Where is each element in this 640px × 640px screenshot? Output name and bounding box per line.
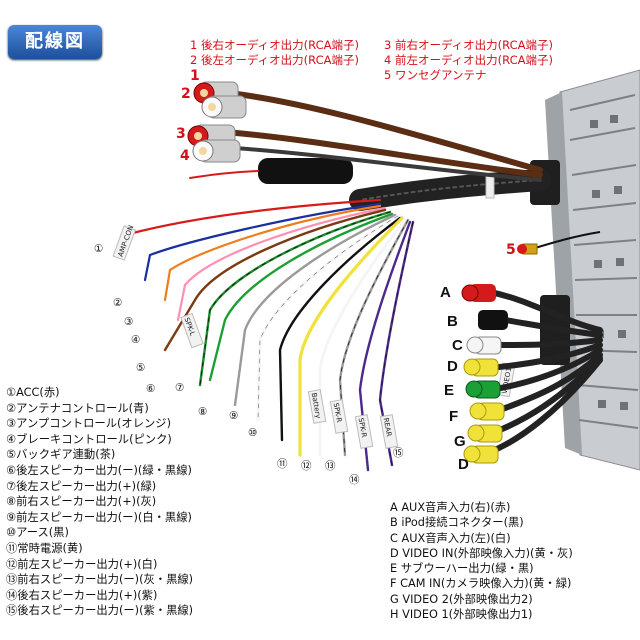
marker-1: 1: [190, 68, 200, 84]
connector-letter-b: B: [447, 313, 458, 330]
connector-a: [461, 284, 496, 302]
legend-item: ①ACC(赤): [6, 386, 60, 399]
legend-item: ⑧前右スピーカー出力(+)(灰): [6, 495, 157, 509]
connector-legend: A AUX音声入力(右)(赤) B iPod接続コネクター(黒) C AUX音声…: [390, 500, 573, 622]
legend-item: ③アンプコントロール(オレンジ): [6, 417, 172, 431]
wire-number-2: ②: [113, 297, 123, 309]
connector-d: [463, 358, 499, 377]
legend-item: ⑤バックギア連動(茶): [6, 448, 116, 462]
legend-item: E サブウーハー出力(緑・黒): [390, 562, 534, 576]
legend-item: ⑨前左スピーカー出力(ー)(白・黒線): [6, 510, 192, 524]
wire-number-9: ⑨: [229, 410, 239, 422]
wire-number-8: ⑧: [198, 406, 208, 418]
wire-tag: Battery: [307, 389, 327, 424]
legend-item: ⑭後右スピーカー出力(+)(紫): [6, 588, 158, 602]
wire-tag: SPK-R: [329, 399, 349, 434]
connector-f: [469, 402, 505, 421]
legend-item: F CAM IN(カメラ映像入力)(黄・緑): [390, 577, 572, 591]
wire-number-13: ⑬: [325, 460, 336, 472]
connector-h: [463, 445, 499, 464]
wire-number-14: ⑭: [349, 474, 360, 486]
legend-item: ⑫前左スピーカー出力(+)(白): [6, 557, 158, 571]
legend-item: ⑮後右スピーカー出力(ー)(紫・黒線): [6, 604, 194, 618]
legend-item: ④ブレーキコントロール(ピンク): [6, 432, 172, 446]
legend-item: ⑦後左スピーカー出力(+)(緑): [6, 479, 157, 493]
wire-number-5: ⑤: [136, 362, 146, 374]
wire-tag: AMP-CON: [112, 224, 136, 261]
loose-wires: [123, 198, 415, 472]
rca-input-bundle: [487, 289, 603, 455]
connector-letter-g: G: [454, 433, 466, 450]
legend-item: ⑬前右スピーカー出力(ー)(灰・黒線): [6, 573, 194, 587]
wire-number-3: ③: [124, 316, 134, 328]
wire-number-4: ④: [131, 334, 141, 346]
wire-tag: REAR: [379, 414, 399, 449]
connector-letter-d-2: D: [458, 456, 469, 473]
harness-bundle: [189, 89, 551, 211]
wire-number-6: ⑥: [146, 383, 156, 395]
wire-legend: ①ACC(赤) ②アンテナコントロール(青) ③アンプコントロール(オレンジ) …: [6, 385, 193, 619]
connector-e: [465, 380, 501, 399]
marker-2: 2: [181, 86, 191, 102]
connector-letter-d: D: [447, 358, 458, 375]
connector-g: [467, 424, 503, 443]
legend-item: ⑪常時電源(黄): [6, 541, 83, 555]
legend-item: ⑥後左スピーカー出力(ー)(緑・黒線): [6, 463, 192, 477]
legend-item: C AUX音声入力(左)(白): [390, 531, 511, 545]
legend-item: ②アンテナコントロール(青): [6, 401, 149, 415]
legend-item: A AUX音声入力(右)(赤): [390, 501, 511, 514]
rca-plug-2: [201, 95, 247, 119]
output-label-3: 3 前右オーディオ出力(RCA端子): [384, 38, 553, 52]
legend-item: H VIDEO 1(外部映像出力1): [390, 608, 533, 622]
wire-number-1: ①: [94, 243, 104, 255]
output-label-1: 1 後右オーディオ出力(RCA端子): [190, 38, 359, 52]
marker-3: 3: [176, 126, 186, 142]
head-unit-chassis: [530, 69, 640, 471]
marker-4: 4: [180, 148, 190, 164]
output-label-5: 5 ワンセグアンテナ: [384, 68, 487, 82]
page-title: 配線図: [25, 31, 85, 52]
connector-b: [478, 310, 508, 330]
legend-item: ⑩アース(黒): [6, 526, 69, 540]
connector-c: [466, 336, 502, 355]
wire-tag-text: REAR: [382, 417, 393, 437]
antenna-connector: [517, 231, 601, 255]
connector-letter-e: E: [444, 382, 455, 399]
legend-item: B iPod接続コネクター(黒): [390, 516, 524, 530]
output-label-4: 4 前左オーディオ出力(RCA端子): [384, 53, 553, 67]
connector-letter-a: A: [440, 284, 451, 301]
wire-number-7: ⑦: [175, 382, 185, 394]
wire-number-11: ⑪: [277, 458, 288, 470]
wire-tag: SPK-L: [180, 312, 204, 349]
connector-letter-f: F: [449, 408, 459, 425]
wire-number-12: ⑫: [301, 460, 312, 472]
wire-tag-text: SPK-R: [332, 402, 343, 423]
wire-number-15: ⑮: [393, 447, 404, 459]
connector-letter-c: C: [452, 337, 463, 354]
title-badge: 配線図: [8, 25, 102, 59]
rca-plug-4: [192, 139, 241, 163]
wire-tag: SPK-R: [354, 414, 374, 449]
output-label-2: 2 後左オーディオ出力(RCA端子): [190, 53, 359, 67]
legend-item: G VIDEO 2(外部映像出力2): [390, 592, 533, 606]
marker-5: 5: [506, 242, 516, 258]
legend-item: D VIDEO IN(外部映像入力)(黄・灰): [390, 546, 573, 560]
wire-tag-text: SPK-R: [357, 417, 368, 438]
wire-number-10: ⑩: [248, 427, 258, 439]
